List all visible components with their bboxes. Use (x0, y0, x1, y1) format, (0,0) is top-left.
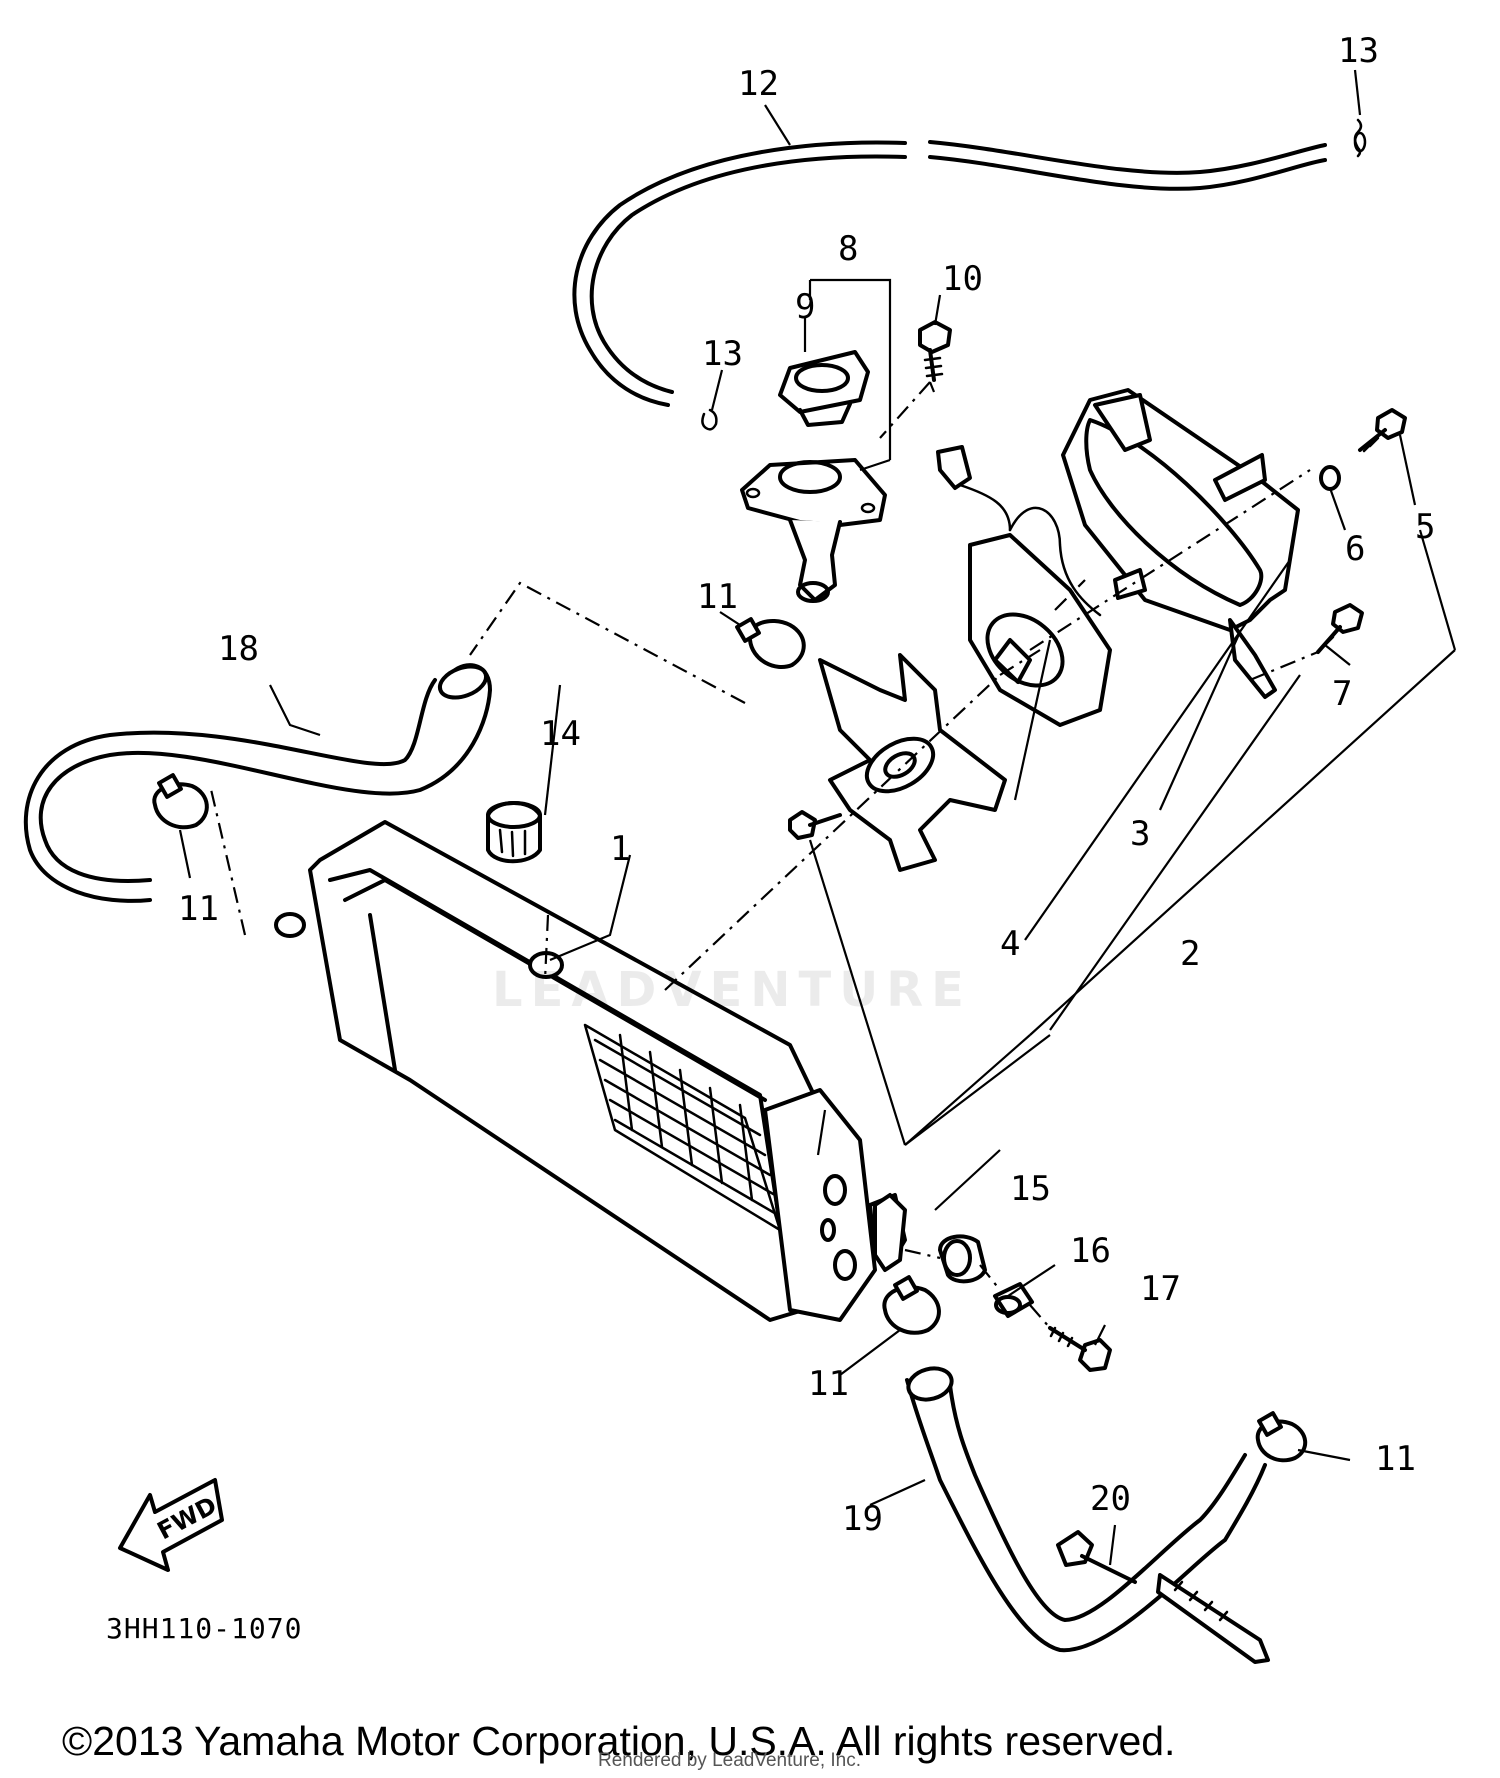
callout-20: 20 (1090, 1479, 1131, 1519)
callout-17: 17 (1140, 1269, 1181, 1309)
radiator-hose-18 (23, 663, 492, 903)
fan-blade-4 (818, 653, 1007, 872)
callout-18: 18 (218, 629, 259, 669)
collar-16 (993, 1282, 1034, 1318)
hose-clamp-11-top (735, 617, 806, 669)
filler-neck-8 (740, 458, 887, 603)
radiator-core-fins (593, 1033, 780, 1217)
callout-19: 19 (842, 1499, 883, 1539)
screw-10 (918, 320, 952, 382)
fwd-direction-arrow-icon: FWD (118, 1478, 224, 1572)
callout-6: 6 (1345, 529, 1365, 569)
radiator-hose-19 (905, 1366, 1267, 1653)
callout-5: 5 (1415, 507, 1435, 547)
fan-shroud-2 (1061, 388, 1300, 699)
damper-14 (486, 801, 542, 864)
callout-1: 1 (610, 829, 630, 869)
assembly-lines (208, 381, 1319, 1329)
callout-13-top: 13 (1338, 31, 1379, 71)
hose-clamp-11-right (1255, 1411, 1308, 1463)
breather-hose-12 (572, 140, 1327, 407)
bolt-7 (1316, 603, 1364, 654)
callout-13-mid: 13 (702, 334, 743, 374)
callout-11-top: 11 (697, 577, 738, 617)
callout-8: 8 (838, 229, 858, 269)
callout-9: 9 (795, 287, 815, 327)
radiator-1 (274, 820, 907, 1322)
fan-screw (788, 810, 842, 840)
hose-clamp-11-left (152, 773, 209, 830)
callout-2: 2 (1180, 934, 1200, 974)
leadventure-watermark: LEADVENTURE (492, 962, 972, 1018)
rendered-by-notice: Rendered by LeadVenture, Inc. (598, 1750, 862, 1771)
callout-15: 15 (1010, 1169, 1051, 1209)
hose-band-20 (1056, 1530, 1270, 1664)
bolt-5 (1358, 408, 1407, 453)
copyright-notice: ©2013 Yamaha Motor Corporation, U.S.A. A… (62, 1718, 1176, 1764)
callout-4: 4 (1000, 924, 1020, 964)
callout-11-right: 11 (1375, 1439, 1416, 1479)
callout-10: 10 (942, 259, 983, 299)
callout-16: 16 (1070, 1231, 1111, 1271)
hose-clip-13 (701, 118, 1367, 431)
callout-7: 7 (1332, 674, 1352, 714)
grommet-15 (938, 1234, 987, 1284)
diagram-code: 3HH110-1070 (106, 1612, 302, 1645)
callout-11-left: 11 (178, 889, 219, 929)
callouts: 12 13 8 9 10 13 11 18 14 11 1 4 3 2 5 6 … (178, 31, 1435, 1539)
callout-14: 14 (540, 714, 581, 754)
radiator-cap-9 (778, 350, 870, 427)
nut-6 (1319, 465, 1341, 491)
bolt-17 (1048, 1326, 1112, 1372)
callout-12: 12 (738, 64, 779, 104)
bracket (873, 1193, 907, 1272)
hose-clamp-11-bottom (882, 1275, 941, 1335)
callout-3: 3 (1130, 814, 1150, 854)
leader-lines (178, 69, 1457, 1566)
callout-11-bottom: 11 (808, 1364, 849, 1404)
